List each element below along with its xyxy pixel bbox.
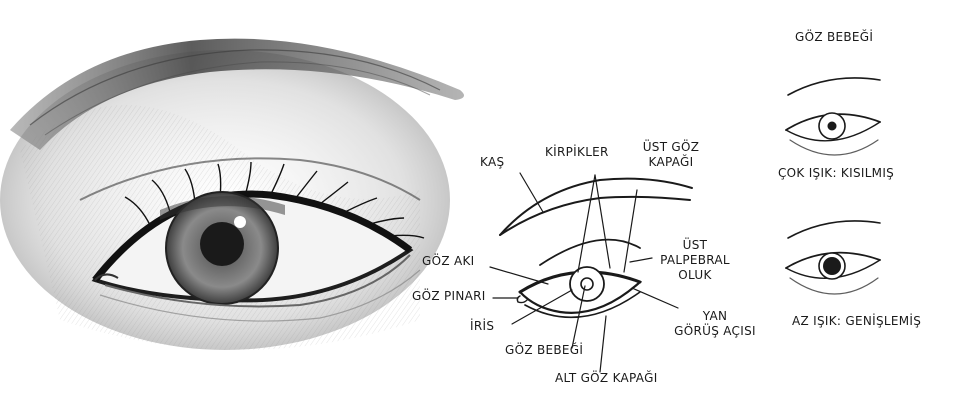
dim-light-caption: AZ IŞIK: GENİŞLEMİŞ <box>792 314 921 329</box>
pencil-pupil <box>200 222 244 266</box>
label-eyelashes: KİRPİKLER <box>545 145 609 160</box>
dim-light-eye <box>786 221 880 294</box>
label-upper-eyelid-line2: KAPAĞI <box>641 155 701 170</box>
label-side-view-line2: GÖRÜŞ AÇISI <box>665 324 765 339</box>
label-upper-eyelid-line1: ÜST GÖZ <box>641 140 701 155</box>
label-palpebral-line1: ÜST <box>655 238 735 253</box>
label-lower-eyelid: ALT GÖZ KAPAĞI <box>555 371 658 386</box>
label-palpebral-line2: PALPEBRAL <box>655 253 735 268</box>
dilated-pupil <box>823 257 841 275</box>
pupil-panel-title: GÖZ BEBEĞİ <box>795 30 873 45</box>
pencil-eye-drawing <box>0 39 464 350</box>
label-palpebral-line3: OLUK <box>655 268 735 283</box>
diagram-palpebral-fold <box>540 240 640 265</box>
label-tear-duct: GÖZ PINARI <box>412 289 486 304</box>
label-side-view-line1: YAN <box>665 309 765 324</box>
constricted-pupil <box>828 122 837 131</box>
pupil-panel <box>786 78 880 294</box>
label-pupil: GÖZ BEBEĞİ <box>505 343 583 358</box>
label-iris: İRİS <box>470 319 494 334</box>
bright-light-caption: ÇOK IŞIK: KISILMIŞ <box>778 166 894 181</box>
label-sclera: GÖZ AKI <box>422 254 475 269</box>
label-eyebrow: KAŞ <box>480 155 504 170</box>
pencil-highlight <box>234 216 246 228</box>
bright-light-eye <box>786 78 880 155</box>
diagram-iris <box>570 267 604 301</box>
